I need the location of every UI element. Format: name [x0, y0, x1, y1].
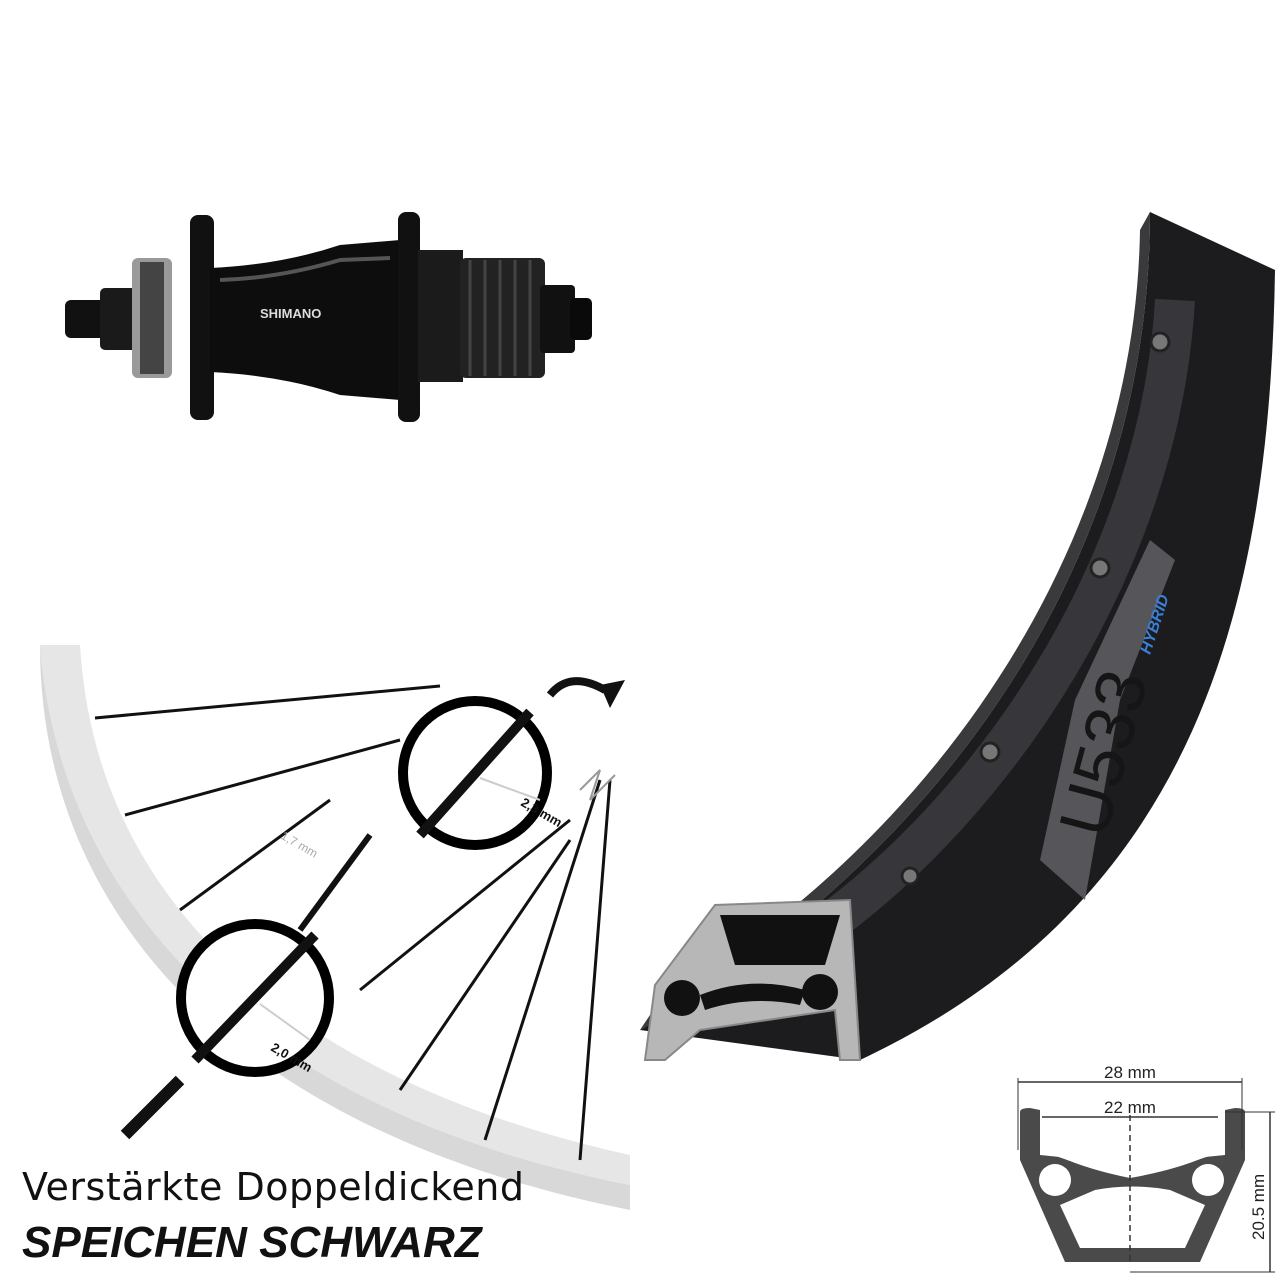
caption-line-1: Verstärkte Doppeldickend	[22, 1165, 525, 1209]
rim-profile-diagram: 28 mm 22 mm 20.5 mm	[1017, 1063, 1275, 1273]
detail-circle-bottom	[176, 919, 334, 1077]
spoke-thin-middle-label: 1,7 mm	[279, 828, 321, 860]
caption-line-2: SPEICHEN SCHWARZ	[22, 1218, 482, 1267]
height-label: 20.5 mm	[1249, 1174, 1268, 1240]
inner-width-label: 22 mm	[1104, 1098, 1156, 1117]
detail-circle-top	[398, 696, 552, 850]
hub-brand-text: SHIMANO	[260, 306, 321, 321]
rim-image: U533 HYBRID	[640, 212, 1275, 1061]
hub-image: SHIMANO	[65, 212, 592, 422]
spoke-diagram: 2,3 mm 1,7 mm 2,0 mm	[40, 645, 630, 1210]
outer-width-label: 28 mm	[1104, 1063, 1156, 1082]
